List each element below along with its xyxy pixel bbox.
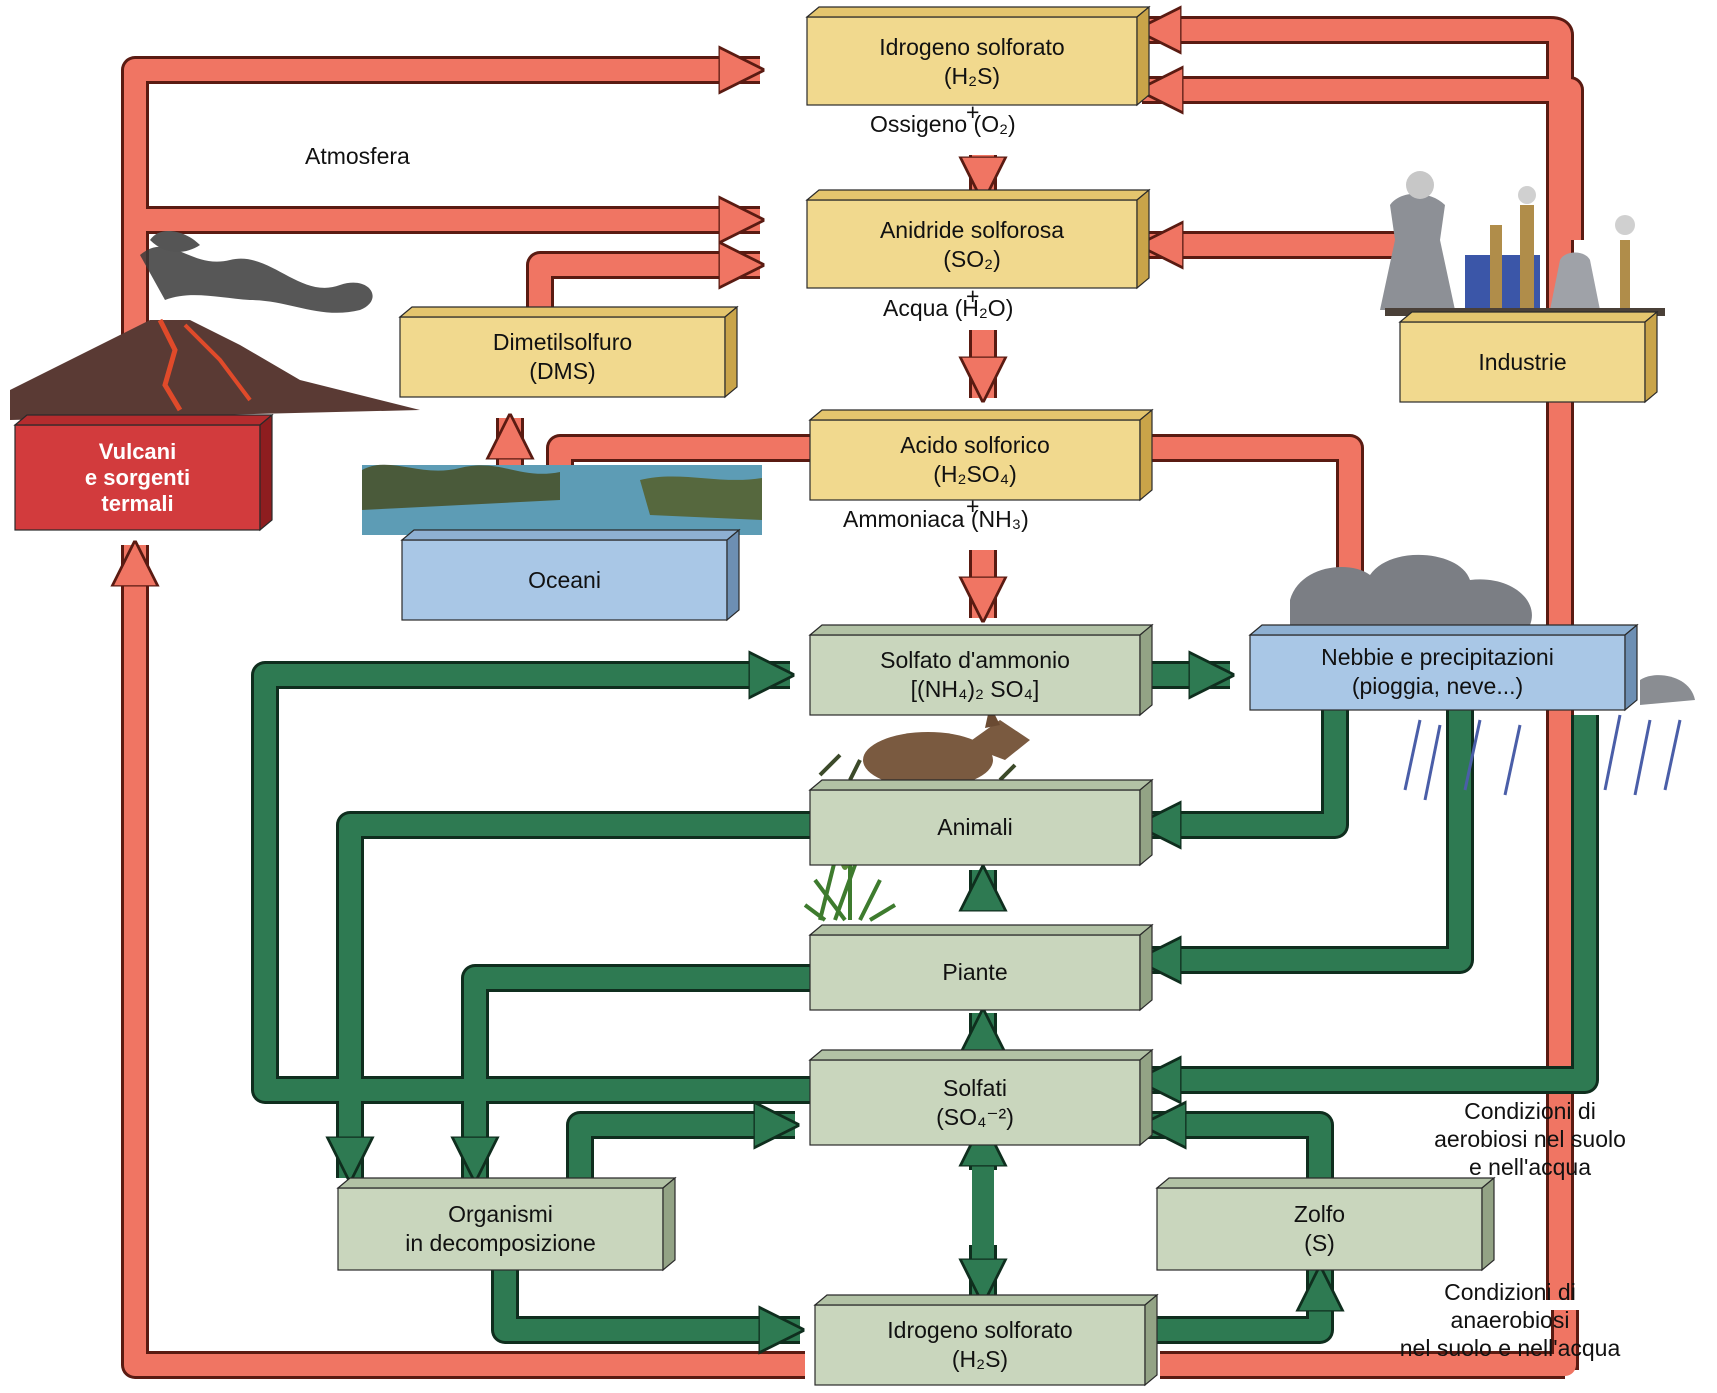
box-ammonium-sulfate — [808, 623, 1154, 717]
box-sulfuric-acid — [808, 408, 1154, 502]
label-atmosphere: Atmosfera — [305, 143, 410, 169]
label-dms: Dimetilsolfuro (DMS) — [492, 329, 633, 384]
label-decomposers: Organismi in decomposizione — [405, 1201, 596, 1256]
label-volcanoes: Vulcani e sorgenti termali — [84, 438, 191, 516]
green-arrow-precipitation-to-sulfates — [1140, 715, 1596, 1080]
volcano-illustration — [10, 230, 420, 420]
label-oceans: Oceani — [528, 566, 601, 593]
box-dms — [398, 305, 739, 399]
box-decomposers — [336, 1176, 677, 1272]
green-arrow-precipitation-to-plants — [1140, 710, 1471, 960]
box-volcanoes — [13, 413, 274, 532]
label-h2s-atmosphere: Idrogeno solforato (H₂S) — [879, 34, 1065, 89]
ocean-illustration — [362, 464, 762, 535]
green-arrow-decomposers-to-h2s — [494, 1260, 800, 1330]
label-so2: Anidride solforosa (SO₂) — [879, 217, 1065, 272]
box-h2s-atmosphere — [805, 5, 1151, 107]
red-arrow-h2s-bottom-loop — [1160, 1310, 1576, 1376]
plus-sign-ammonia: + — [966, 493, 980, 519]
label-animals: Animali — [937, 814, 1013, 840]
animal-illustration — [818, 705, 1030, 788]
label-oxygen: Ossigeno (O₂) — [870, 111, 1016, 137]
label-h2s-soil: Idrogeno solforato (H₂S) — [887, 1317, 1073, 1372]
rain-cloud-illustration — [1290, 554, 1695, 801]
label-water: Acqua (H₂O) — [883, 295, 1014, 321]
label-aerobic-conditions: Condizioni di aerobiosi nel suolo e nell… — [1434, 1098, 1626, 1180]
green-arrow-sulfate-to-ammonium — [254, 675, 810, 1101]
box-sulfates — [808, 1048, 1154, 1147]
box-animals — [808, 778, 1154, 867]
label-ammonia: Ammoniaca (NH₃) — [843, 506, 1029, 532]
label-ammonium-sulfate: Solfato d'ammonio [(NH₄)₂ SO₄] — [880, 647, 1070, 702]
green-arrow-decomposers-to-sulfates — [569, 1125, 795, 1185]
label-precipitation: Nebbie e precipitazioni (pioggia, neve..… — [1321, 644, 1554, 699]
label-industry: Industrie — [1478, 348, 1567, 375]
label-plants: Piante — [942, 959, 1008, 985]
label-sulfuric-acid: Acido solforico (H₂SO₄) — [900, 432, 1050, 487]
red-arrow-industry-to-h2s — [1142, 90, 1581, 240]
label-sulfur: Zolfo (S) — [1293, 1201, 1346, 1256]
label-anaerobic-conditions: Condizioni di anaerobiosi nel suolo e ne… — [1399, 1279, 1621, 1361]
box-industry — [1398, 310, 1659, 404]
box-plants — [808, 923, 1154, 1012]
label-sulfates: Solfati (SO₄⁻²) — [936, 1075, 1014, 1130]
box-oceans — [400, 528, 741, 622]
red-arrow-dms-to-so2 — [529, 265, 760, 310]
green-arrow-sulfur-to-sulfates — [1145, 1125, 1331, 1185]
plus-sign-water: + — [966, 283, 980, 309]
green-arrow-animals-to-decomposers — [350, 814, 810, 1178]
green-arrow-plants-to-decomposers — [475, 967, 810, 1178]
green-arrow-precipitation-to-animals — [1140, 705, 1346, 825]
box-so2 — [805, 188, 1151, 290]
industry-illustration — [1380, 171, 1665, 316]
box-precipitation — [1248, 623, 1639, 712]
red-arrow-volcano-to-h2s — [124, 70, 760, 420]
green-arrow-h2s-to-sulfur — [1140, 1270, 1320, 1341]
red-arrow-h2s-to-volcano — [135, 545, 805, 1376]
box-h2s-soil — [813, 1293, 1159, 1387]
plus-sign-oxygen: + — [966, 99, 980, 125]
red-arrow-loop-to-h2s — [1140, 30, 1571, 1300]
box-sulfur — [1155, 1176, 1496, 1272]
